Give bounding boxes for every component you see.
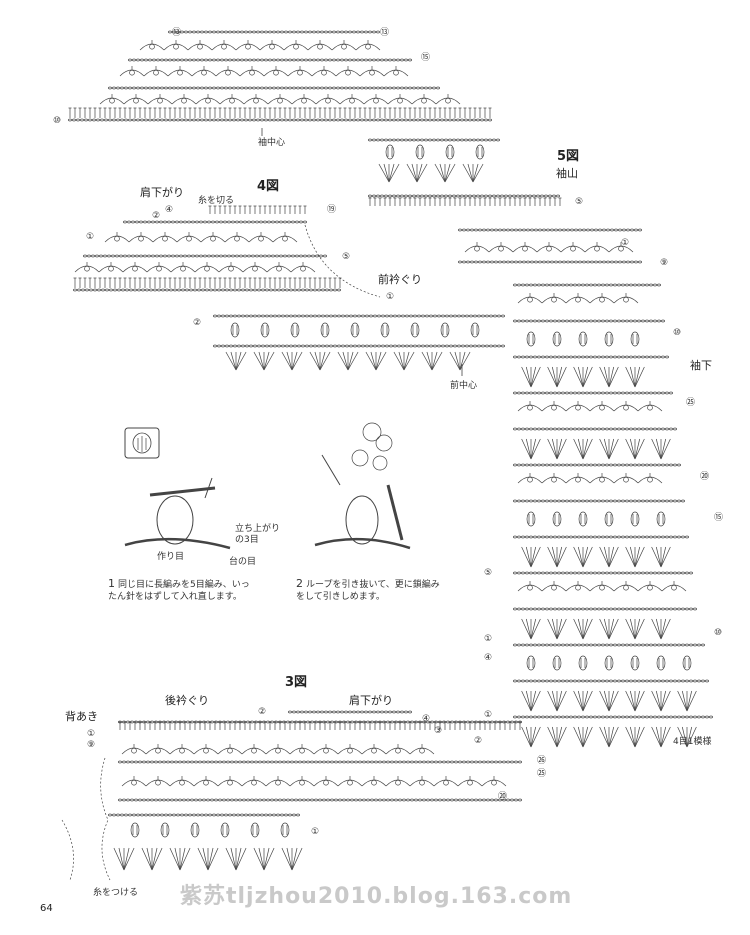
row-marker: ⑳ [700, 472, 710, 482]
underarm-label: 袖下 [690, 359, 712, 372]
row-marker: ⑤ [342, 252, 351, 262]
attach-yarn-label: 糸をつける [93, 888, 139, 898]
row-marker: ⑮ [421, 53, 431, 63]
row-marker: ② [152, 211, 161, 221]
row-marker: ㉖ [537, 756, 547, 766]
row-marker: ① [311, 827, 320, 837]
row-marker: ⑮ [714, 513, 724, 523]
back-neck-label: 後衿ぐり [165, 694, 209, 707]
row-marker: ⑬ [380, 28, 390, 38]
figure-3-chart [61, 710, 522, 881]
row-marker: ⑩ [673, 328, 682, 338]
rise-label: 立ち上がり [235, 524, 281, 534]
row-marker: ① [87, 729, 96, 739]
row-marker: ④ [484, 653, 493, 663]
row-marker: ③ [434, 726, 443, 736]
shoulder-slope-label: 肩下がり [140, 186, 184, 199]
figure-3-title: 3図 [285, 675, 308, 690]
row-marker: ⑩ [714, 628, 723, 638]
row-marker: ① [484, 634, 493, 644]
figure-4-chart [73, 205, 505, 376]
sleeve-top-chart [68, 30, 492, 136]
technique-illustration [124, 422, 411, 550]
figure-5-title: 5図 [557, 149, 580, 164]
row-marker: ⑨ [660, 258, 669, 268]
watermark: 紫苏tljzhou2010.blog.163.com [180, 884, 573, 909]
row-marker: ① [86, 232, 95, 242]
row-marker: ⑲ [327, 205, 337, 215]
row-marker: ⑨ [87, 740, 96, 750]
figure-5-chart [368, 138, 713, 748]
row-marker: ① [621, 238, 630, 248]
base-stitch-label: 台の目 [229, 557, 257, 567]
row-marker: ㉕ [537, 769, 547, 779]
row-marker: ⑳ [498, 792, 508, 802]
step-2-number: 2 [296, 577, 303, 590]
front-neck-label: 前衿ぐり [378, 273, 422, 286]
step-1-text: 同じ目に長編みを5目編み、いったん針をはずして入れ直します。 [108, 580, 250, 602]
sleeve-center-label: 袖中心 [258, 138, 286, 148]
row-marker: ② [258, 707, 267, 717]
step-1-number: 1 [108, 577, 115, 590]
row-marker: ① [484, 710, 493, 720]
row-marker: ⑤ [484, 568, 493, 578]
pattern-repeat-label: 4目1模様 [673, 737, 712, 747]
row-marker: ② [474, 736, 483, 746]
step-2-text: ループを引き抜いて、更に鎖編みをして引きしめます。 [296, 580, 440, 602]
row-marker: ⑬ [172, 28, 182, 38]
row-marker: ㉕ [686, 398, 696, 408]
chain-label: 作り目 [157, 552, 185, 562]
cut-yarn-label: 糸を切る [198, 196, 235, 206]
row-marker: ④ [165, 205, 174, 215]
shoulder-slope-label-3: 肩下がり [349, 694, 393, 707]
page-number: 64 [40, 903, 53, 914]
rise-label-2: の3目 [235, 535, 259, 545]
front-center-label: 前中心 [450, 381, 478, 391]
row-marker: ① [386, 292, 395, 302]
row-marker: ⑩ [53, 116, 62, 126]
back-opening-label: 背あき [65, 710, 98, 723]
sleeve-cap-label: 袖山 [556, 167, 578, 180]
row-marker: ④ [422, 714, 431, 724]
row-marker: ⑤ [575, 197, 584, 207]
row-marker: ② [193, 318, 202, 328]
figure-4-title: 4図 [257, 179, 280, 194]
